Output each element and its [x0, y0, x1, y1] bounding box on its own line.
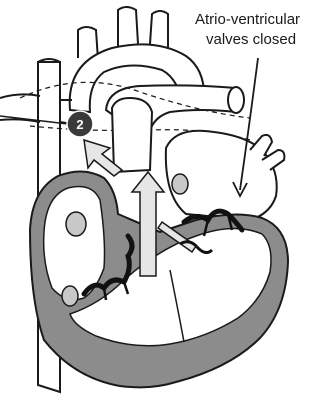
- aorta-trunk: [112, 98, 152, 172]
- annotation-line-1: Atrio-ventricular: [195, 11, 300, 28]
- annotation-line-2: valves closed: [206, 31, 296, 48]
- left-atrium: [166, 131, 285, 220]
- step-marker: 2: [67, 111, 93, 137]
- step-marker-label: 2: [76, 117, 83, 132]
